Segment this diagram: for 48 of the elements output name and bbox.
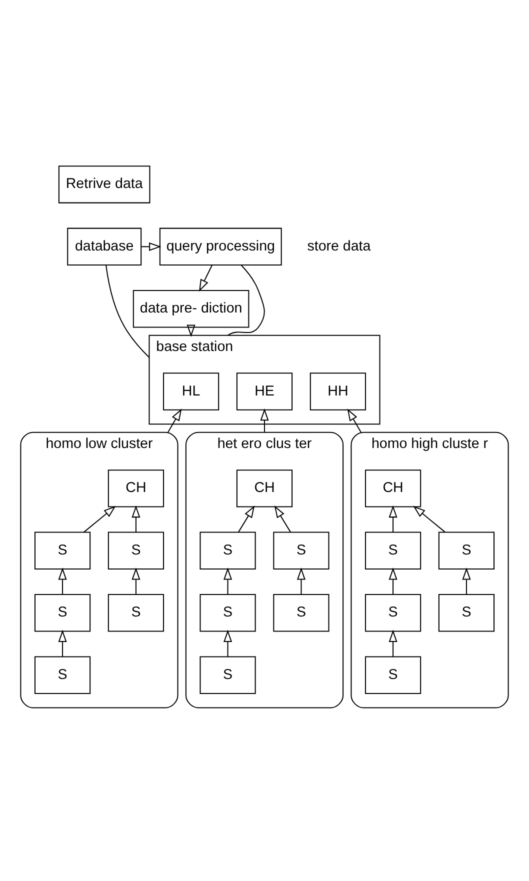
arrow (238, 505, 255, 532)
connector (228, 264, 265, 336)
node-box: S (108, 531, 164, 570)
node-box: S (364, 656, 422, 694)
node-box: S (364, 531, 422, 570)
arrow (84, 505, 116, 532)
arrow (413, 505, 446, 532)
node-box: S (34, 594, 91, 632)
arrow (388, 629, 398, 656)
arrow (462, 567, 471, 594)
connector (106, 264, 150, 358)
arrow (223, 567, 232, 594)
node-box: HH (310, 372, 366, 410)
arrow (58, 629, 67, 656)
node-box: S (34, 656, 91, 694)
node-box: S (438, 531, 495, 570)
arrow (388, 567, 398, 594)
label: store data (307, 238, 371, 254)
arrow (296, 567, 306, 594)
node-box: S (273, 531, 330, 570)
arrow (186, 324, 196, 336)
node-box: S (200, 531, 256, 570)
node-box: S (438, 594, 495, 632)
node-box: S (200, 594, 256, 632)
arrow (260, 408, 269, 432)
node-box: S (364, 594, 422, 632)
arrow (58, 567, 67, 594)
node-box: database (67, 227, 142, 266)
arrow (141, 242, 162, 250)
node-box: S (108, 594, 164, 632)
arrow (199, 264, 213, 292)
node-box: CH (236, 469, 293, 507)
arrow (274, 505, 291, 532)
node-box: query processing (159, 227, 282, 266)
arrow (347, 408, 362, 432)
arrow (388, 504, 398, 532)
node-box: S (34, 531, 91, 570)
arrow (132, 567, 140, 594)
arrow (223, 629, 232, 656)
node-box: HE (236, 372, 293, 410)
node-box: CH (364, 469, 422, 507)
arrow (132, 504, 140, 532)
node-box: S (273, 594, 330, 632)
node-box: HL (163, 372, 220, 410)
node-box: Retrive data (58, 165, 150, 203)
node-box: CH (108, 469, 164, 507)
arrow (168, 408, 182, 432)
node-box: S (200, 656, 256, 694)
